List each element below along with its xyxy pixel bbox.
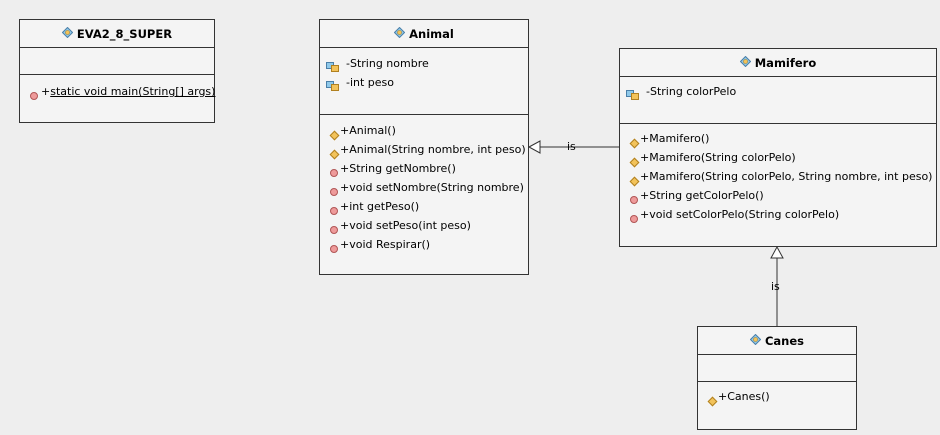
class-icon — [749, 333, 762, 348]
attributes-section — [698, 355, 856, 382]
field-icon — [626, 87, 639, 106]
class-header: Canes — [698, 327, 856, 355]
method-row: +Mamifero(String colorPelo, String nombr… — [629, 167, 936, 187]
private-method-icon — [30, 87, 38, 106]
field-icon — [326, 59, 339, 78]
field-row: -String nombre — [326, 54, 528, 73]
class-name: Canes — [764, 333, 805, 348]
method-row: +void setPeso(int peso) — [330, 216, 528, 235]
method-row: +Canes() — [707, 387, 856, 407]
class-box-canes[interactable]: Canes +Canes() — [697, 326, 857, 430]
method-icon — [330, 183, 338, 202]
relation-label-canes-mamifero: is — [771, 280, 780, 293]
methods-section: +static void main(String[] args) — [20, 75, 216, 101]
class-box-eva2-8-super[interactable]: EVA2_8_SUPER +static void main(String[] … — [19, 19, 215, 123]
class-name: EVA2_8_SUPER — [76, 26, 173, 41]
class-icon — [61, 26, 74, 41]
methods-section: +Animal() +Animal(String nombre, int pes… — [320, 115, 528, 254]
class-name: Mamifero — [754, 55, 817, 70]
method-row: +String getColorPelo() — [630, 186, 936, 205]
class-name: Animal — [409, 26, 454, 41]
method-row: +Mamifero(String colorPelo) — [629, 148, 936, 168]
method-row: +void Respirar() — [330, 235, 528, 254]
method-icon — [330, 240, 338, 259]
method-icon — [330, 221, 338, 240]
inheritance-mamifero-animal — [527, 140, 619, 154]
inheritance-arrowhead-icon — [527, 140, 541, 154]
methods-section: +Mamifero() +Mamifero(String colorPelo) … — [620, 124, 936, 224]
class-icon — [739, 55, 751, 70]
method-icon — [630, 210, 638, 229]
class-icon — [393, 26, 406, 41]
method-icon — [330, 164, 338, 183]
relation-label-mamifero-animal: is — [567, 140, 576, 153]
method-signature: +static void main(String[] args) — [41, 85, 216, 98]
method-icon — [630, 191, 638, 210]
constructor-icon — [707, 392, 718, 411]
field-row: -String colorPelo — [626, 82, 936, 101]
class-header: Mamifero — [620, 49, 936, 77]
attributes-section: -String nombre -int peso — [320, 48, 528, 115]
attributes-section — [20, 48, 214, 75]
method-icon — [330, 202, 338, 221]
method-row: +Animal() — [329, 121, 528, 141]
methods-section: +Canes() — [698, 382, 856, 407]
class-header: EVA2_8_SUPER — [20, 20, 214, 48]
method-row: +Mamifero() — [629, 129, 936, 149]
method-row: +int getPeso() — [330, 197, 528, 216]
field-icon — [326, 78, 339, 97]
class-box-mamifero[interactable]: Mamifero -String colorPelo +Mamifero() +… — [619, 48, 937, 247]
class-box-animal[interactable]: Animal -String nombre -int peso +Animal(… — [319, 19, 529, 275]
method-row: +void setNombre(String nombre) — [330, 178, 528, 197]
method-row: +static void main(String[] args) — [30, 82, 216, 101]
method-row: +void setColorPelo(String colorPelo) — [630, 205, 936, 224]
class-header: Animal — [320, 20, 528, 48]
inheritance-arrowhead-icon — [770, 245, 784, 259]
method-row: +Animal(String nombre, int peso) — [329, 140, 528, 160]
attributes-section: -String colorPelo — [620, 77, 936, 124]
field-row: -int peso — [326, 73, 528, 92]
method-row: +String getNombre() — [330, 159, 528, 178]
inheritance-canes-mamifero — [770, 245, 784, 326]
